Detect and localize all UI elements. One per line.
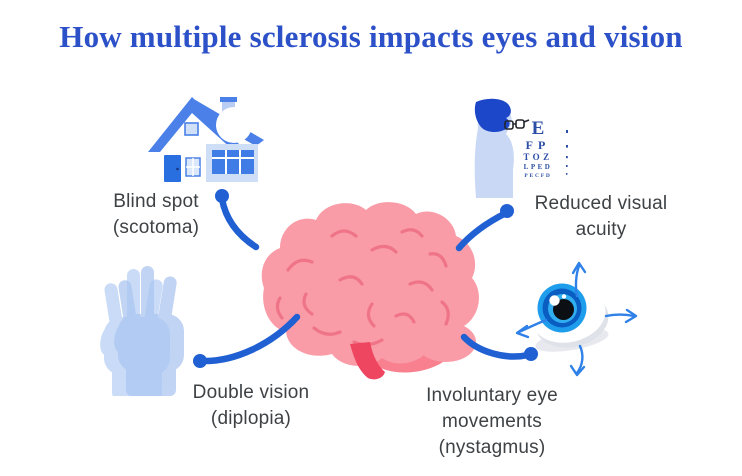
side-window: [212, 150, 254, 174]
hand-primary: [96, 269, 170, 396]
gable-window: [184, 122, 199, 136]
arrow-down-icon: [575, 344, 584, 375]
movement-arrows: [515, 261, 638, 377]
page-title: How multiple sclerosis impacts eyes and …: [59, 19, 683, 54]
snellen-row-5: PECFD: [524, 173, 551, 179]
house-blind-spot-icon: [148, 97, 264, 182]
snellen-row-2: FP: [526, 138, 551, 152]
glasses-icon: [504, 119, 530, 130]
snellen-chart: E FP TOZ LPED PECFD: [523, 118, 568, 179]
iris: [537, 283, 587, 333]
involuntary-movements-label: Involuntary eye movements (nystagmus): [426, 385, 558, 458]
eye-chart-icon: E FP TOZ LPED PECFD: [474, 98, 568, 198]
arrow-right-icon: [604, 313, 636, 318]
double-vision-label: Double vision (diplopia): [192, 382, 310, 429]
pupil: [553, 299, 574, 320]
snellen-row-1: E: [532, 118, 545, 139]
connector-blind-spot: [218, 195, 260, 251]
door: [164, 155, 181, 182]
brain-folds: [275, 228, 450, 347]
reduced-acuity-label: Reduced visual acuity: [534, 193, 668, 240]
arrow-up-icon: [574, 264, 581, 298]
snellen-row-4: LPED: [524, 163, 553, 171]
snellen-row-3: TOZ: [523, 152, 552, 162]
brain-stem: [350, 342, 385, 380]
brain-icon: [261, 202, 479, 380]
person-hair: [474, 98, 511, 133]
double-vision-hand-icon: [96, 266, 184, 396]
blind-spot-label: Blind spot (scotoma): [112, 191, 200, 238]
blind-spot-circle: [216, 107, 252, 143]
eyeball-arrows-icon: [515, 261, 638, 377]
cerebrum: [261, 202, 479, 366]
